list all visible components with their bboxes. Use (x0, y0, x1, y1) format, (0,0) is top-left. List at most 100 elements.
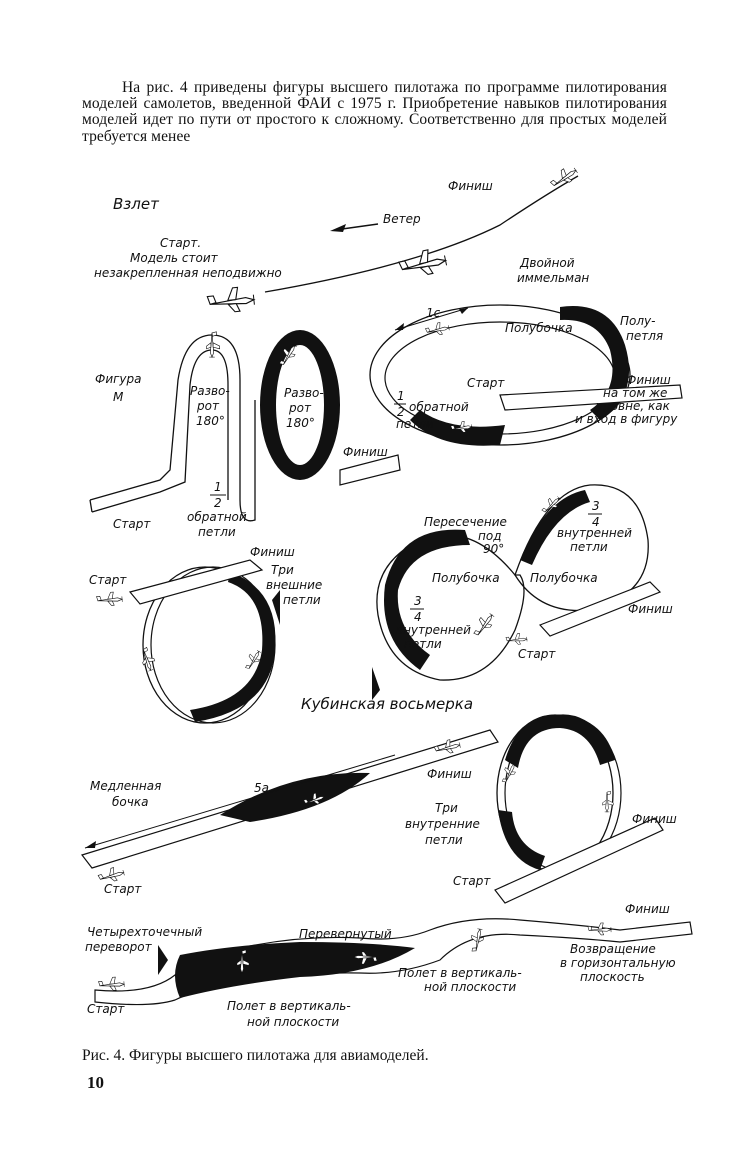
plane-icon (397, 246, 449, 281)
plane-icon (137, 646, 158, 673)
cuban-arrow-icon (372, 667, 380, 700)
body-paragraph: На рис. 4 приведены фигуры высшего пилот… (82, 79, 667, 145)
cuban-start: Старт (518, 647, 556, 661)
cuban-half-roll-right: Полубочка (530, 571, 598, 585)
double-immelmann-diagram: Двойной иммельман 1с Полубочка Полу- пет… (369, 256, 683, 446)
m-half-num: 1 (214, 480, 222, 494)
takeoff-start-label-3: незакрепленная неподвижно (94, 266, 282, 280)
immelmann-start: Старт (467, 376, 505, 390)
slow-roll-finish: Финиш (427, 767, 472, 781)
slow-roll-start: Старт (104, 882, 142, 896)
cuban-dark-right (520, 490, 590, 565)
cuban-q-right-4: петли (570, 540, 608, 554)
cuban-q-left-den: 4 (414, 610, 422, 624)
four-point-finish: Финиш (625, 902, 670, 916)
four-point-start: Старт (87, 1002, 125, 1016)
immelmann-back-num: 1 (397, 389, 405, 403)
cuban-half-roll-left: Полубочка (432, 571, 500, 585)
four-point-vert-b-2: ной плоскости (247, 1015, 339, 1029)
figure-caption: Рис. 4. Фигуры высшего пилотажа для авиа… (82, 1047, 429, 1064)
m-turn-b-2: рот (288, 401, 312, 415)
three-outside-loops-diagram: Финиш Три внешние петли Старт (89, 545, 322, 724)
figure-m-diagram: Фигура М Разво- рот 180° Разво- рот 180°… (89, 330, 401, 539)
wind-label: Ветер (383, 212, 421, 226)
cuban-eight-diagram: Пересечение под 90° 3 4 внутренней петли… (301, 484, 673, 713)
inside-loops-title-1: Три (435, 801, 458, 815)
takeoff-start-label-2: Модель стоит (130, 251, 219, 265)
immelmann-back-4: петли (396, 417, 434, 431)
m-half-3: обратной (187, 510, 247, 524)
outside-loops-title-2: внешние (266, 578, 322, 592)
four-point-arrow-icon (158, 945, 168, 975)
immelmann-finish-3: уровне, как (595, 399, 671, 413)
four-point-return-2: в горизонтальную (560, 956, 676, 970)
cuban-finish: Финиш (628, 602, 673, 616)
inside-loops-finish: Финиш (632, 812, 677, 826)
m-half-den: 2 (214, 496, 222, 510)
slow-roll-title-1: Медленная (90, 779, 161, 793)
cuban-q-left-num: 3 (414, 594, 422, 608)
cuban-q-right-num: 3 (592, 499, 600, 513)
cuban-q-left-4: петли (404, 637, 442, 651)
immelmann-title-1: Двойной (519, 256, 575, 270)
m-title-2: М (113, 390, 124, 404)
slow-roll-dist: 5а (254, 781, 269, 795)
takeoff-diagram: Взлет Финиш Ветер Старт. Модель стоит не… (94, 163, 580, 316)
immelmann-finish-4: и вход в фигуру (575, 412, 678, 426)
m-turn-a-2: рот (196, 399, 220, 413)
immelmann-back-den: 2 (397, 405, 405, 419)
immelmann-half-loop-1: Полу- (620, 314, 655, 328)
immelmann-title-2: иммельман (517, 271, 589, 285)
plane-icon (95, 591, 123, 607)
m-turn-b-3: 180° (286, 416, 315, 430)
cuban-cross-2: под (478, 529, 501, 543)
takeoff-start-label-1: Старт. (160, 236, 201, 250)
m-turn-a-3: 180° (196, 414, 225, 428)
plane-icon (206, 285, 256, 316)
m-turn-b-1: Разво- (284, 386, 324, 400)
cuban-q-left-3: внутренней (396, 623, 471, 637)
cuban-title: Кубинская восьмерка (301, 695, 473, 713)
immelmann-back-3: обратной (409, 400, 469, 414)
slow-roll-title-2: бочка (112, 795, 148, 809)
m-half-4: петли (198, 525, 236, 539)
page-number: 10 (87, 1073, 104, 1092)
four-point-inverted: Перевернутый (299, 927, 392, 941)
plane-icon (505, 632, 528, 646)
inside-loops-start: Старт (453, 874, 491, 888)
outside-loops-dark-section (190, 572, 276, 722)
m-turn-a-1: Разво- (190, 384, 230, 398)
m-finish-label: Финиш (343, 445, 388, 459)
outside-loops-start: Старт (89, 573, 127, 587)
immelmann-dist: 1с (426, 306, 441, 320)
outside-loops-arrow-icon (272, 590, 280, 625)
four-point-title-1: Четырехточечный (87, 925, 202, 939)
cuban-dark-left (384, 529, 470, 670)
plane-icon (424, 320, 451, 338)
outside-loops-title-3: петли (283, 593, 321, 607)
takeoff-finish-label: Финиш (448, 179, 493, 193)
four-point-roll-diagram: Четырехточечный переворот Перевернутый Ф… (85, 902, 693, 1029)
plane-icon (470, 610, 497, 640)
inside-loops-title-3: петли (425, 833, 463, 847)
slow-roll-diagram: Медленная бочка 5а Финиш Старт (80, 729, 499, 896)
four-point-vert-2: ной плоскости (424, 980, 516, 994)
outside-loops-title-1: Три (271, 563, 294, 577)
immelmann-finish-2: на том же (603, 386, 667, 400)
takeoff-title: Взлет (113, 195, 160, 213)
four-point-return-1: Возвращение (570, 942, 656, 956)
immelmann-finish-1: Финиш (626, 373, 671, 387)
four-point-vert-1: Полет в вертикаль- (398, 966, 522, 980)
four-point-return-3: плоскость (580, 970, 645, 984)
inside-loops-dark-top (505, 714, 615, 768)
three-inside-loops-diagram: Три внутренние петли Финиш Старт (405, 714, 677, 904)
four-point-dark-section (175, 942, 415, 998)
four-point-title-2: переворот (85, 940, 153, 954)
cuban-cross-1: Пересечение (424, 515, 507, 529)
m-title-1: Фигура (95, 372, 142, 386)
slow-roll-dark-section (220, 772, 370, 822)
inside-loops-title-2: внутренние (405, 817, 480, 831)
wind-arrowhead-icon (330, 224, 346, 232)
cuban-cross-3: 90° (483, 542, 504, 556)
